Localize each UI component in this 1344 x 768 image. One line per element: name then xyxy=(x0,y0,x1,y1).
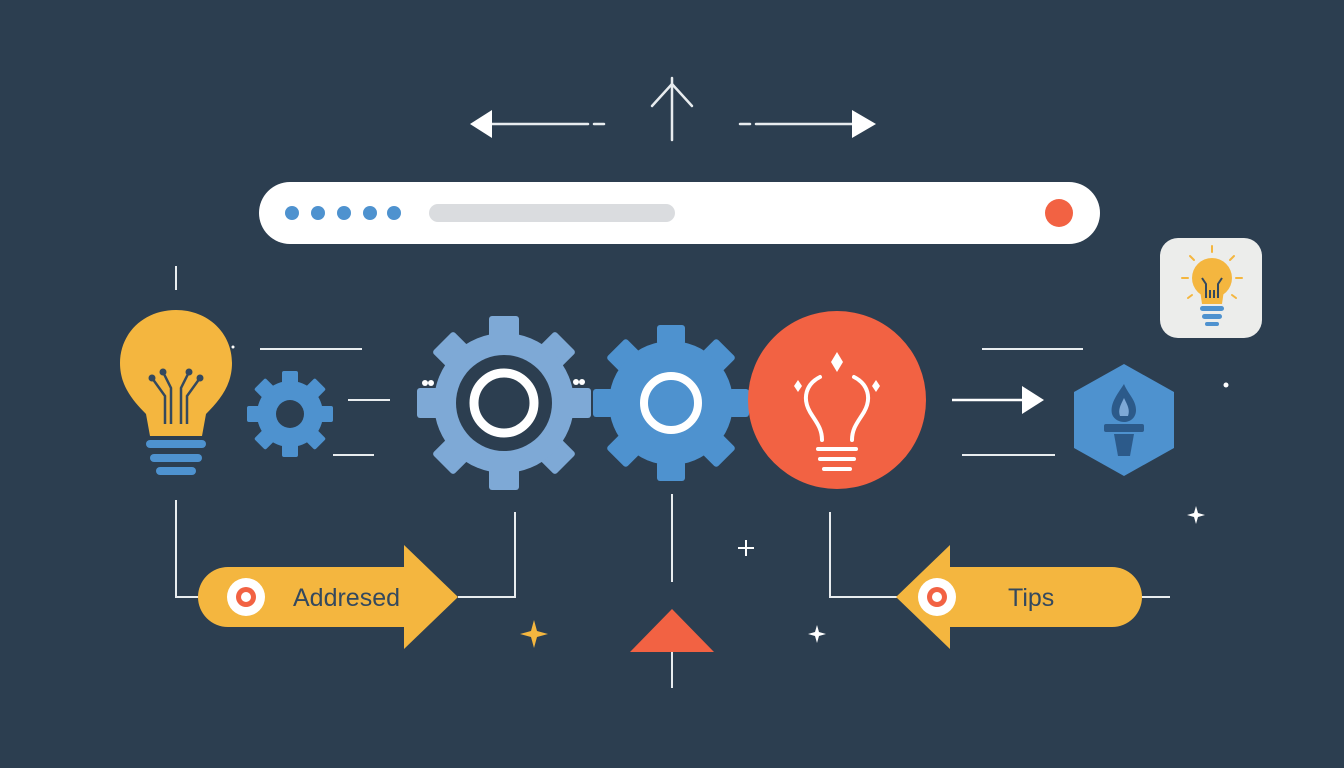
addressed-banner[interactable] xyxy=(198,545,458,649)
search-input[interactable] xyxy=(429,204,675,222)
search-go-button[interactable] xyxy=(1045,199,1073,227)
tips-label: Tips xyxy=(1008,584,1055,612)
sparkle-icons xyxy=(231,345,1229,648)
tips-banner[interactable] xyxy=(896,545,1142,649)
small-gear-icon xyxy=(247,371,333,457)
lightbulb-circle-icon xyxy=(748,311,926,489)
search-dots xyxy=(285,206,401,220)
dot-icon xyxy=(231,345,235,349)
plus-icon xyxy=(738,540,754,556)
addressed-label: Addresed xyxy=(293,584,401,612)
flower-icon xyxy=(227,578,265,616)
blue-gear-icon xyxy=(593,325,749,481)
torch-hexagon-icon xyxy=(1074,364,1174,476)
top-arrows xyxy=(470,76,876,142)
lightbulb-card-icon xyxy=(1160,238,1262,338)
arrow-right-icon xyxy=(952,386,1044,414)
arrow-up-fork-icon xyxy=(650,76,694,142)
arrow-left-icon xyxy=(470,110,606,138)
sparkle-icon xyxy=(1187,506,1205,524)
sparkle-icon xyxy=(520,620,548,648)
large-gear-icon xyxy=(417,316,591,490)
arrow-right-icon xyxy=(738,110,876,138)
flower-icon xyxy=(918,578,956,616)
sparkle-icon xyxy=(808,625,826,643)
dot-icon xyxy=(1223,382,1229,388)
triangle-up-icon xyxy=(630,609,714,652)
search-bar[interactable] xyxy=(259,182,1100,244)
lightbulb-icon xyxy=(120,310,232,475)
